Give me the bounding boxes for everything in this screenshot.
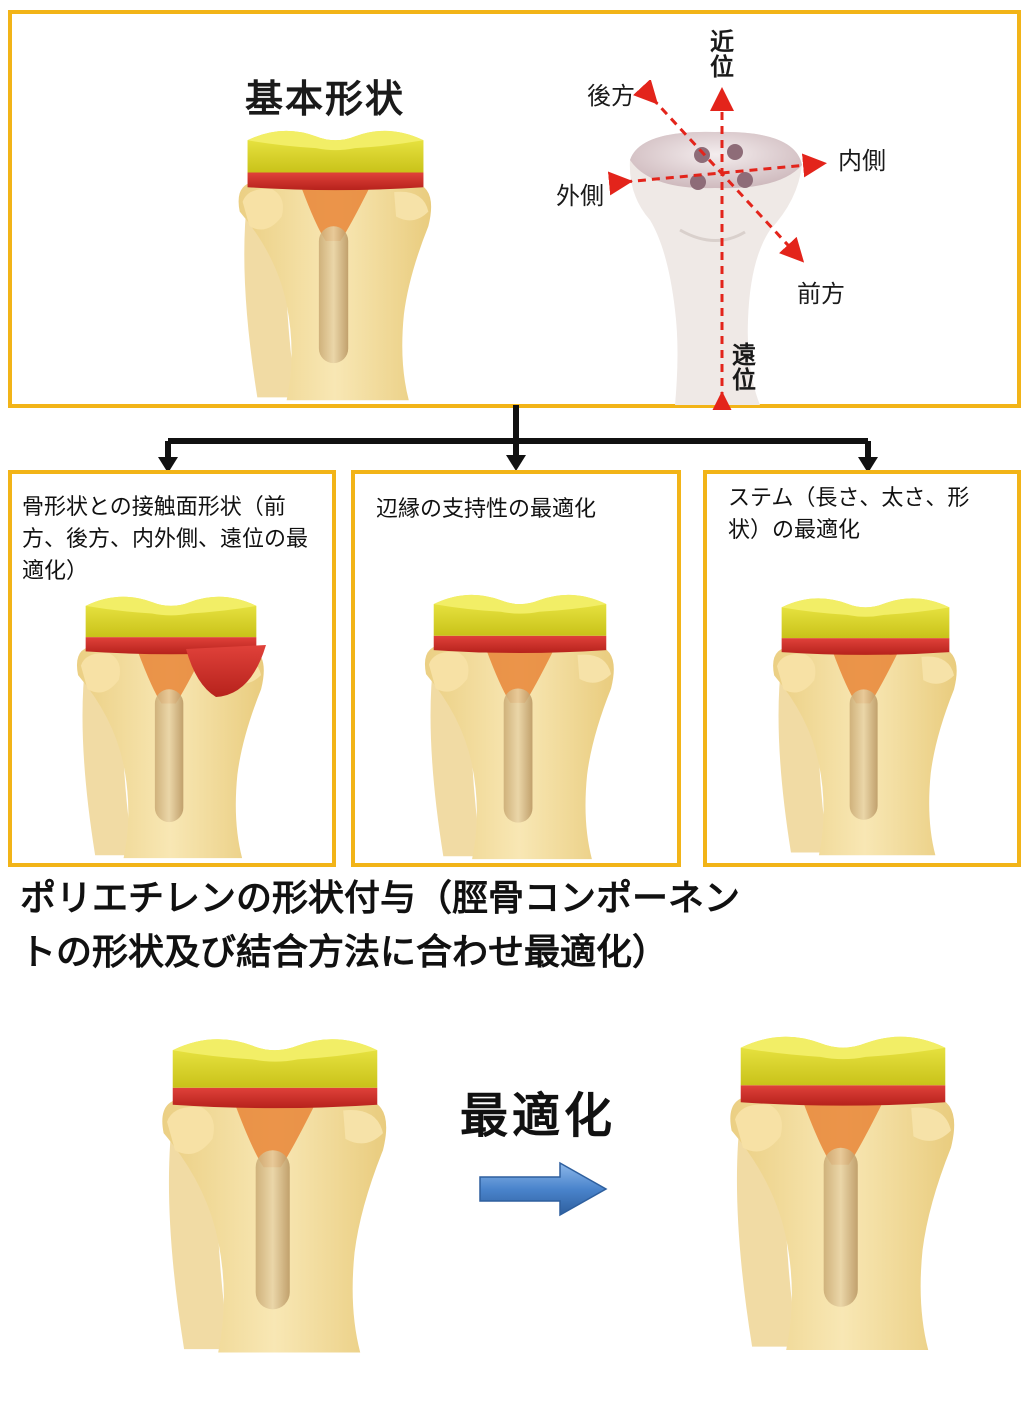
knee-implant-image bbox=[410, 583, 630, 861]
knee-implant-image bbox=[718, 985, 968, 1390]
flow-arrow bbox=[150, 405, 890, 475]
blue-right-arrow bbox=[478, 1160, 608, 1218]
direction-distal-label: 遠位 bbox=[731, 343, 757, 393]
basic-shape-panel bbox=[8, 10, 1021, 408]
option-label-stem: ステム（長さ、太さ、形状）の最適化 bbox=[728, 483, 998, 547]
direction-lateral-label: 外側 bbox=[556, 176, 604, 211]
basic-shape-title: 基本形状 bbox=[245, 68, 405, 123]
option-label-rim-support: 辺縁の支持性の最適化 bbox=[376, 494, 666, 526]
knee-implant-image bbox=[66, 585, 276, 860]
direction-proximal-label: 近位 bbox=[709, 30, 735, 80]
optimize-label: 最適化 bbox=[460, 1076, 616, 1146]
polyethylene-title-line2: トの形状及び結合方法に合わせ最適化） bbox=[20, 926, 668, 980]
knee-implant-image bbox=[228, 118, 443, 403]
direction-medial-label: 内側 bbox=[838, 141, 886, 176]
direction-posterior-label: 後方 bbox=[587, 76, 635, 111]
direction-arrows bbox=[600, 80, 840, 410]
knee-implant-image bbox=[763, 583, 968, 861]
knee-implant-image bbox=[150, 990, 400, 1390]
polyethylene-title-line1: ポリエチレンの形状付与（脛骨コンポーネン bbox=[20, 872, 740, 926]
option-label-contact-surface: 骨形状との接触面形状（前方、後方、内外側、遠位の最適化） bbox=[22, 492, 322, 588]
direction-anterior-label: 前方 bbox=[797, 274, 845, 309]
